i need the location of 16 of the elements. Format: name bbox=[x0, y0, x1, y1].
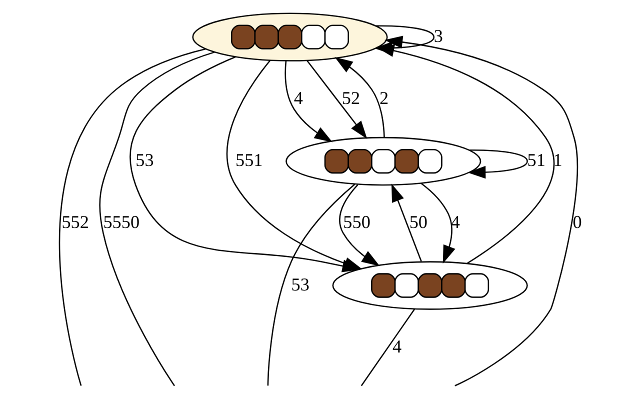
edge-label: 550 bbox=[342, 212, 370, 232]
edge-label: 1 bbox=[552, 150, 562, 170]
edge-label: 4 bbox=[450, 212, 460, 232]
edge-label: 53 bbox=[135, 150, 154, 170]
edge-label: 4 bbox=[293, 88, 302, 108]
edge-label: 52 bbox=[341, 88, 360, 108]
edge-label: 551 bbox=[235, 150, 262, 170]
edge-label: 53 bbox=[290, 274, 309, 294]
edge-label: 3 bbox=[433, 26, 442, 46]
edge-label: 5550 bbox=[102, 212, 140, 232]
edge-label: 552 bbox=[61, 212, 88, 232]
edge-label: 0 bbox=[572, 212, 582, 232]
edge-label: 4 bbox=[392, 336, 402, 356]
edge-label: 2 bbox=[378, 88, 388, 108]
edge-label: 50 bbox=[408, 212, 427, 232]
edge-label: 51 bbox=[526, 150, 545, 170]
